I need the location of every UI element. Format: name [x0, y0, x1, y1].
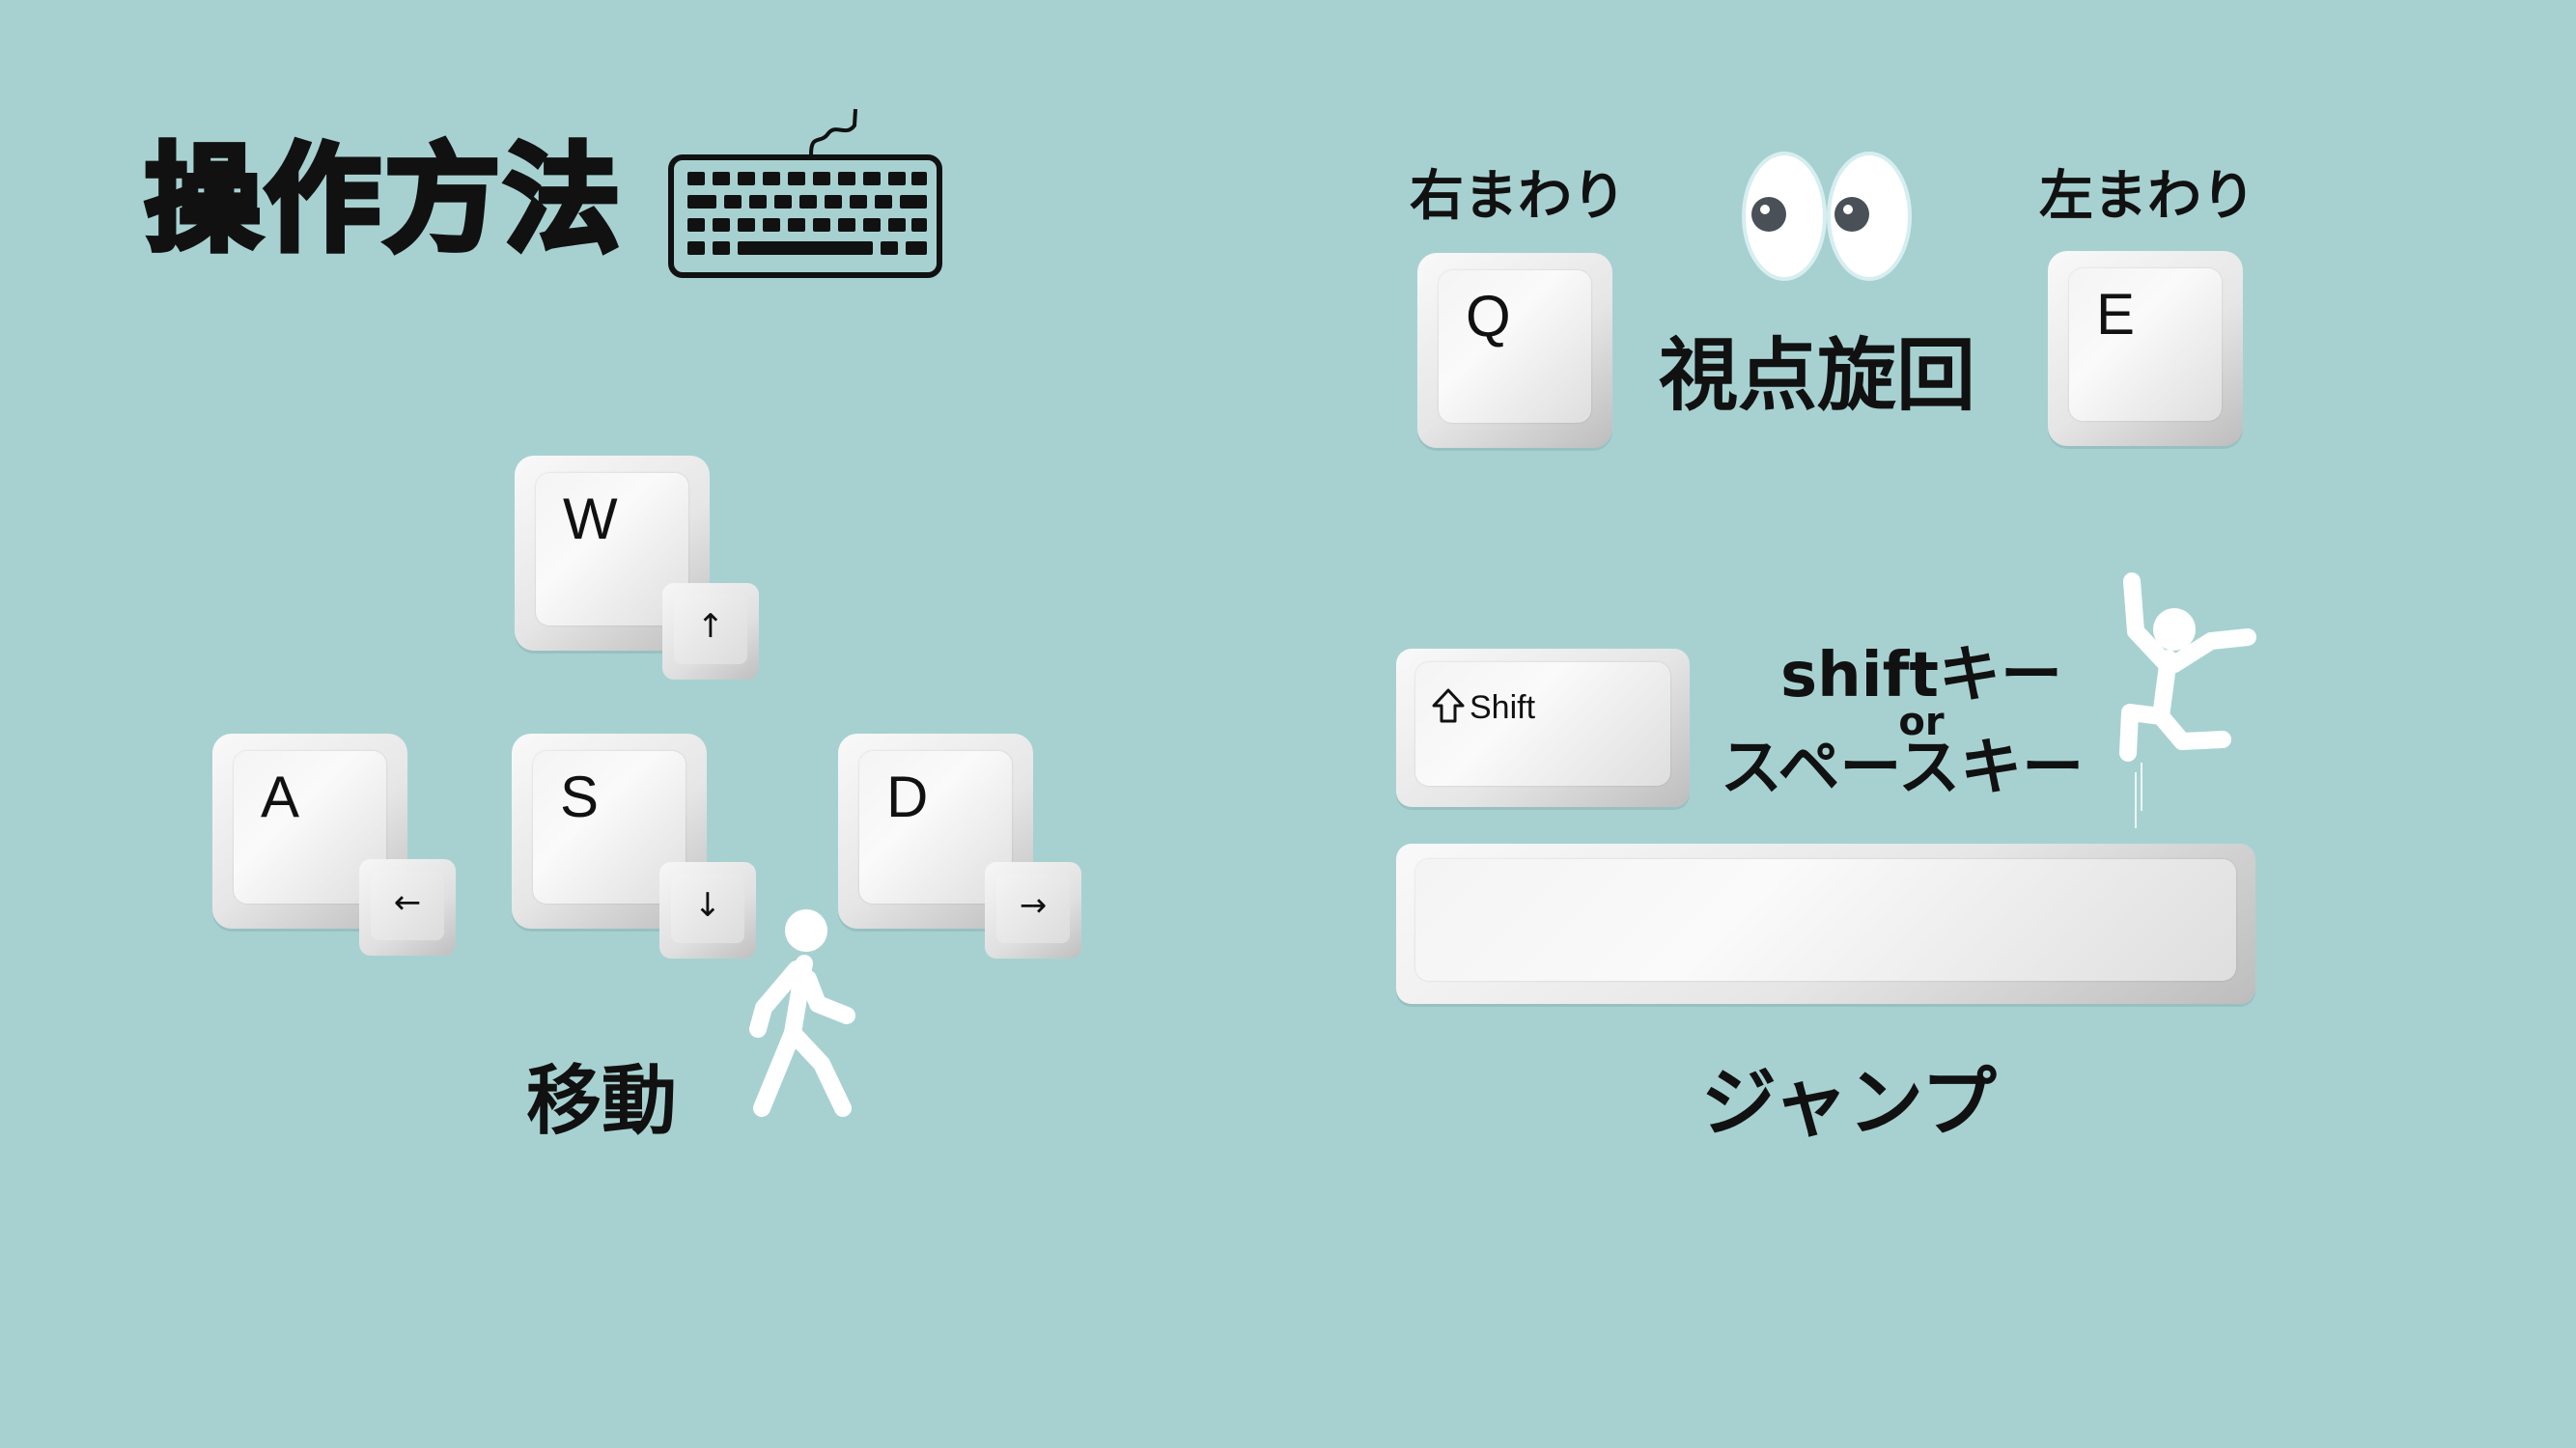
key-w-label: W: [563, 487, 618, 551]
jump-line-shift: shiftキー: [1779, 640, 2063, 711]
key-space: [1396, 844, 2255, 1004]
jump-line-space: スペースキー: [1720, 733, 2085, 804]
shift-arrow-icon: [1432, 688, 1465, 723]
key-up-arrow: ↑: [662, 583, 759, 680]
key-q-label: Q: [1466, 284, 1511, 348]
key-e-label: E: [2096, 282, 2136, 347]
right-turn-label: 右まわり: [1410, 165, 1626, 228]
jump-label: ジャンプ: [1701, 1060, 1997, 1147]
key-shift: Shift: [1396, 649, 1690, 807]
keyboard-icon: [668, 108, 942, 278]
key-s: S: [512, 734, 707, 929]
eyes-icon: [1742, 152, 1912, 281]
page-title: 操作方法: [142, 133, 624, 267]
left-arrow-icon: ←: [393, 883, 422, 922]
key-right-arrow: →: [985, 862, 1081, 959]
camera-rotation-label: 視点旋回: [1659, 330, 1976, 422]
movement-label: 移動: [526, 1058, 678, 1145]
up-arrow-icon: ↑: [696, 607, 725, 646]
jump-keys-text: shiftキー or スペースキー: [1721, 640, 2105, 799]
left-turn-label: 左まわり: [2039, 165, 2255, 228]
key-d-label: D: [886, 765, 929, 829]
key-a-label: A: [261, 765, 300, 829]
shift-key-label: Shift: [1470, 689, 1536, 726]
jumping-person-icon: [2119, 572, 2256, 828]
key-s-label: S: [560, 765, 600, 829]
key-e: E: [2048, 251, 2243, 446]
walking-person-icon: [749, 909, 855, 1117]
key-left-arrow: ←: [359, 859, 456, 956]
key-q: Q: [1417, 253, 1612, 448]
jump-line-or: or: [1898, 700, 1945, 744]
right-arrow-icon: →: [1019, 886, 1048, 925]
down-arrow-icon: ↓: [693, 886, 722, 925]
key-down-arrow: ↓: [659, 862, 756, 959]
